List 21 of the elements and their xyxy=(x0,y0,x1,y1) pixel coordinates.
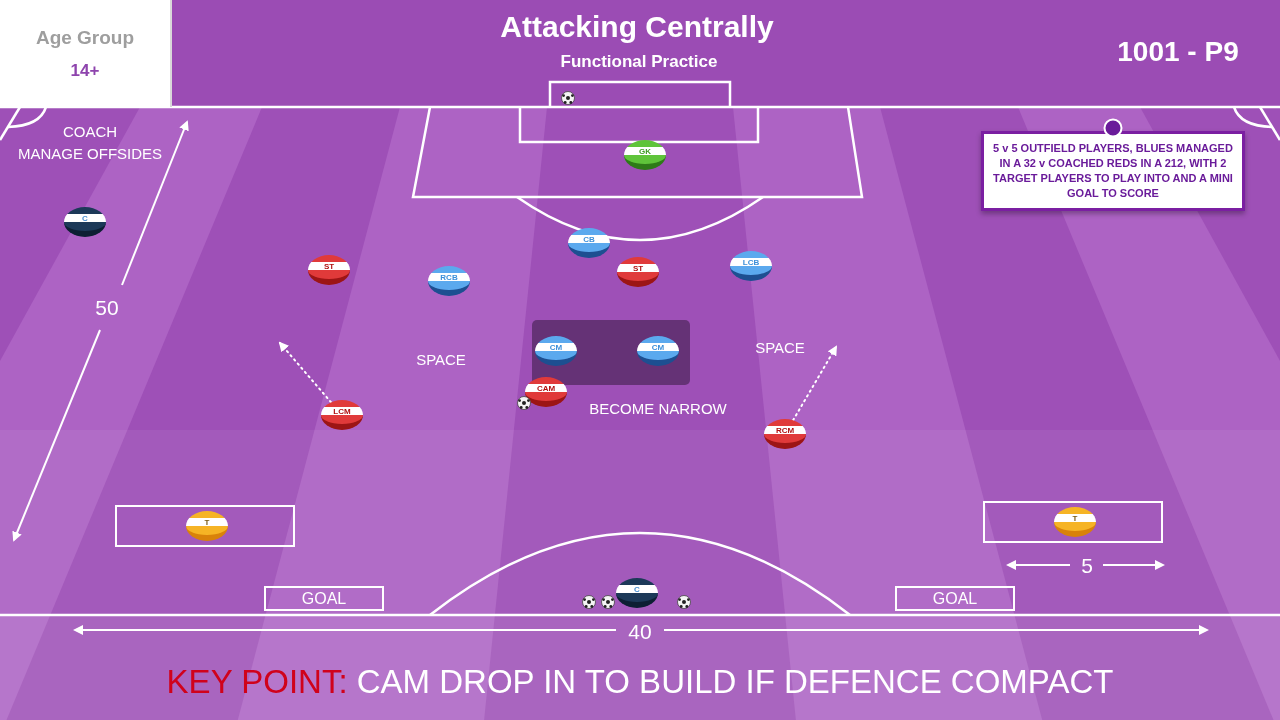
dimension-label: 50 xyxy=(95,296,119,320)
dotted-arrow xyxy=(792,345,837,422)
dotted-arrow xyxy=(278,341,332,404)
space-label: SPACE xyxy=(755,338,805,356)
mini-goal: GOAL xyxy=(895,586,1015,611)
dimension-label: 40 xyxy=(628,620,652,644)
age-group-label: Age Group xyxy=(35,26,135,49)
coach-note: COACH MANAGE OFFSIDES xyxy=(17,122,163,164)
subtitle: Functional Practice xyxy=(560,52,718,72)
info-panel: 5 v 5 OUTFIELD PLAYERS, BLUES MANAGED IN A 32 v COACHED REDS IN A 212, WITH 2 TARGET PLAYERS TO PLAY INTO AND A MINI GOAL TO SCORE xyxy=(981,131,1245,211)
age-value: 14+ xyxy=(70,60,100,81)
mini-goal: GOAL xyxy=(264,586,384,611)
age-group-panel xyxy=(0,0,172,107)
practice-code: 1001 - P9 xyxy=(1117,36,1239,68)
target-zone xyxy=(983,501,1163,543)
dimension-label: 5 xyxy=(1081,554,1093,578)
key-point-caption: KEY POINT: CAM DROP IN TO BUILD IF DEFENCE COMPACT xyxy=(166,663,1114,701)
title: Attacking Centrally xyxy=(500,10,774,44)
target-zone xyxy=(115,505,295,547)
space-label: SPACE xyxy=(416,350,466,368)
instruction-label: BECOME NARROW xyxy=(589,399,727,417)
